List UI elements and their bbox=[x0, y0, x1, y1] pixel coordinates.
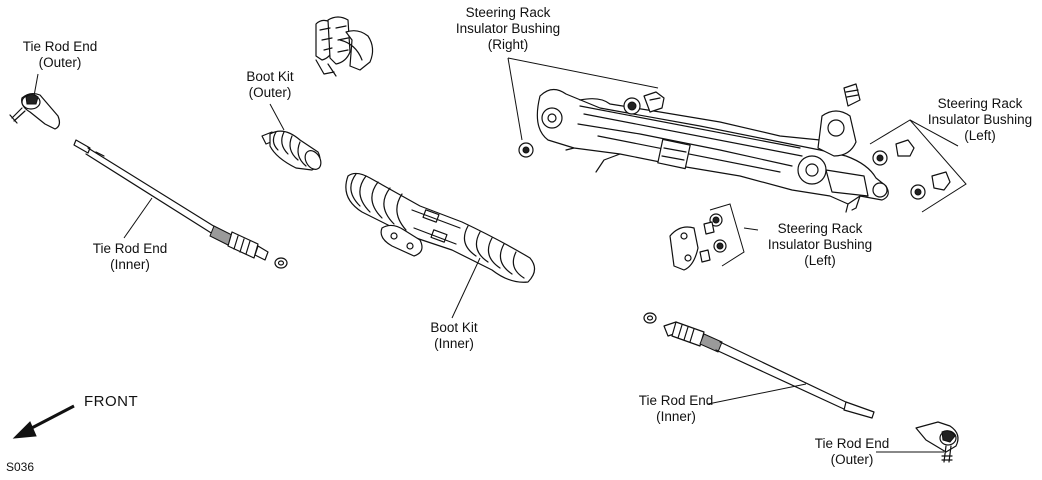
label-tie-rod-end-outer-left: Tie Rod End (Outer) bbox=[22, 39, 98, 70]
front-label: FRONT bbox=[84, 393, 139, 410]
tie-rod-inner-left-part bbox=[73, 139, 288, 269]
steering-rack-assembly-part bbox=[536, 83, 889, 213]
insulator-bushing-left-lower-parts bbox=[669, 213, 727, 271]
label-boot-kit-inner: Boot Kit (Inner) bbox=[430, 320, 478, 351]
figure-code: S036 bbox=[6, 460, 35, 474]
label-insulator-bushing-right: Steering Rack Insulator Bushing (Right) bbox=[455, 5, 561, 52]
label-tie-rod-end-outer-right: Tie Rod End (Outer) bbox=[814, 436, 890, 467]
tie-rod-end-outer-left-part bbox=[9, 92, 61, 130]
label-insulator-bushing-left-upper: Steering Rack Insulator Bushing (Left) bbox=[927, 96, 1033, 143]
boot-clamps-part bbox=[315, 16, 374, 77]
label-tie-rod-end-inner-left: Tie Rod End (Inner) bbox=[92, 241, 168, 272]
boot-kit-inner-part bbox=[345, 172, 536, 283]
boot-kit-outer-part bbox=[261, 130, 322, 171]
tie-rod-inner-right-part bbox=[643, 312, 875, 419]
leader-lines bbox=[33, 57, 967, 453]
label-insulator-bushing-left-lower: Steering Rack Insulator Bushing (Left) bbox=[767, 221, 873, 268]
front-arrow bbox=[12, 404, 75, 439]
insulator-bushing-left-upper-parts bbox=[872, 139, 951, 200]
label-tie-rod-end-inner-right: Tie Rod End (Inner) bbox=[638, 393, 714, 424]
tie-rod-end-outer-right-part bbox=[915, 421, 959, 463]
insulator-bushing-right-parts bbox=[518, 91, 665, 158]
label-boot-kit-outer: Boot Kit (Outer) bbox=[246, 69, 294, 100]
